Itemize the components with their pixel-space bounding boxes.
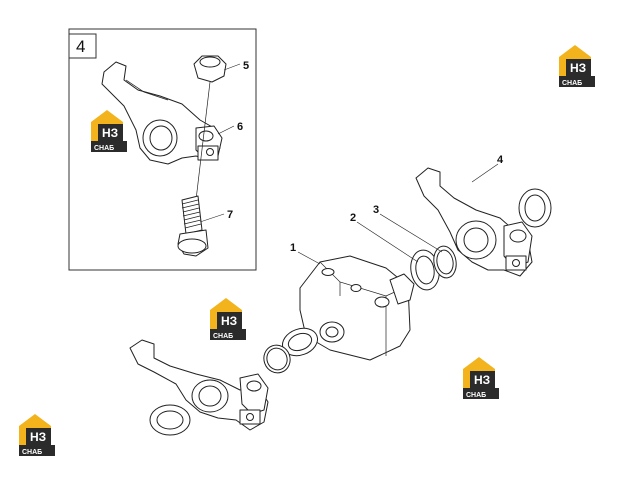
callout-6: 6 (237, 121, 243, 133)
callout-2: 2 (350, 212, 356, 224)
svg-text:СНАБ: СНАБ (466, 392, 486, 399)
callout-7: 7 (227, 209, 233, 221)
svg-text:НЗ: НЗ (102, 126, 118, 140)
inset-nut (193, 55, 227, 201)
washer-left (282, 327, 318, 357)
callout-3: 3 (373, 204, 379, 216)
inset-rocker-arm (101, 61, 223, 165)
svg-text:СНАБ: СНАБ (94, 145, 114, 152)
callout-5: 5 (243, 60, 249, 72)
washer-upper-right (518, 188, 552, 228)
svg-text:СНАБ: СНАБ (22, 449, 42, 456)
svg-text:СНАБ: СНАБ (213, 333, 233, 340)
inset-number: 4 (76, 37, 85, 56)
watermark-logo: НЗ СНАБ (463, 357, 499, 399)
watermark-logo: НЗ СНАБ (19, 414, 55, 456)
washer-lower-left (149, 404, 191, 436)
svg-text:СНАБ: СНАБ (562, 80, 582, 87)
rocker-arm-left (129, 339, 269, 431)
callout-1: 1 (290, 242, 296, 254)
callout-4: 4 (497, 154, 504, 166)
svg-text:НЗ: НЗ (474, 373, 490, 387)
svg-text:НЗ: НЗ (30, 430, 46, 444)
inset-panel: 4 5 6 7 (68, 28, 257, 271)
inset-adjusting-screw (177, 195, 209, 257)
rocker-shaft-support (299, 255, 415, 361)
watermark-logo: НЗ СНАБ (559, 45, 595, 87)
snap-ring-left (263, 344, 291, 374)
watermark-logo: НЗ СНАБ (210, 298, 246, 340)
watermark-logo: НЗ СНАБ (91, 110, 127, 152)
snap-ring-right (433, 245, 457, 279)
svg-text:НЗ: НЗ (570, 61, 586, 75)
rocker-arm-right (415, 167, 533, 277)
svg-text:НЗ: НЗ (221, 314, 237, 328)
